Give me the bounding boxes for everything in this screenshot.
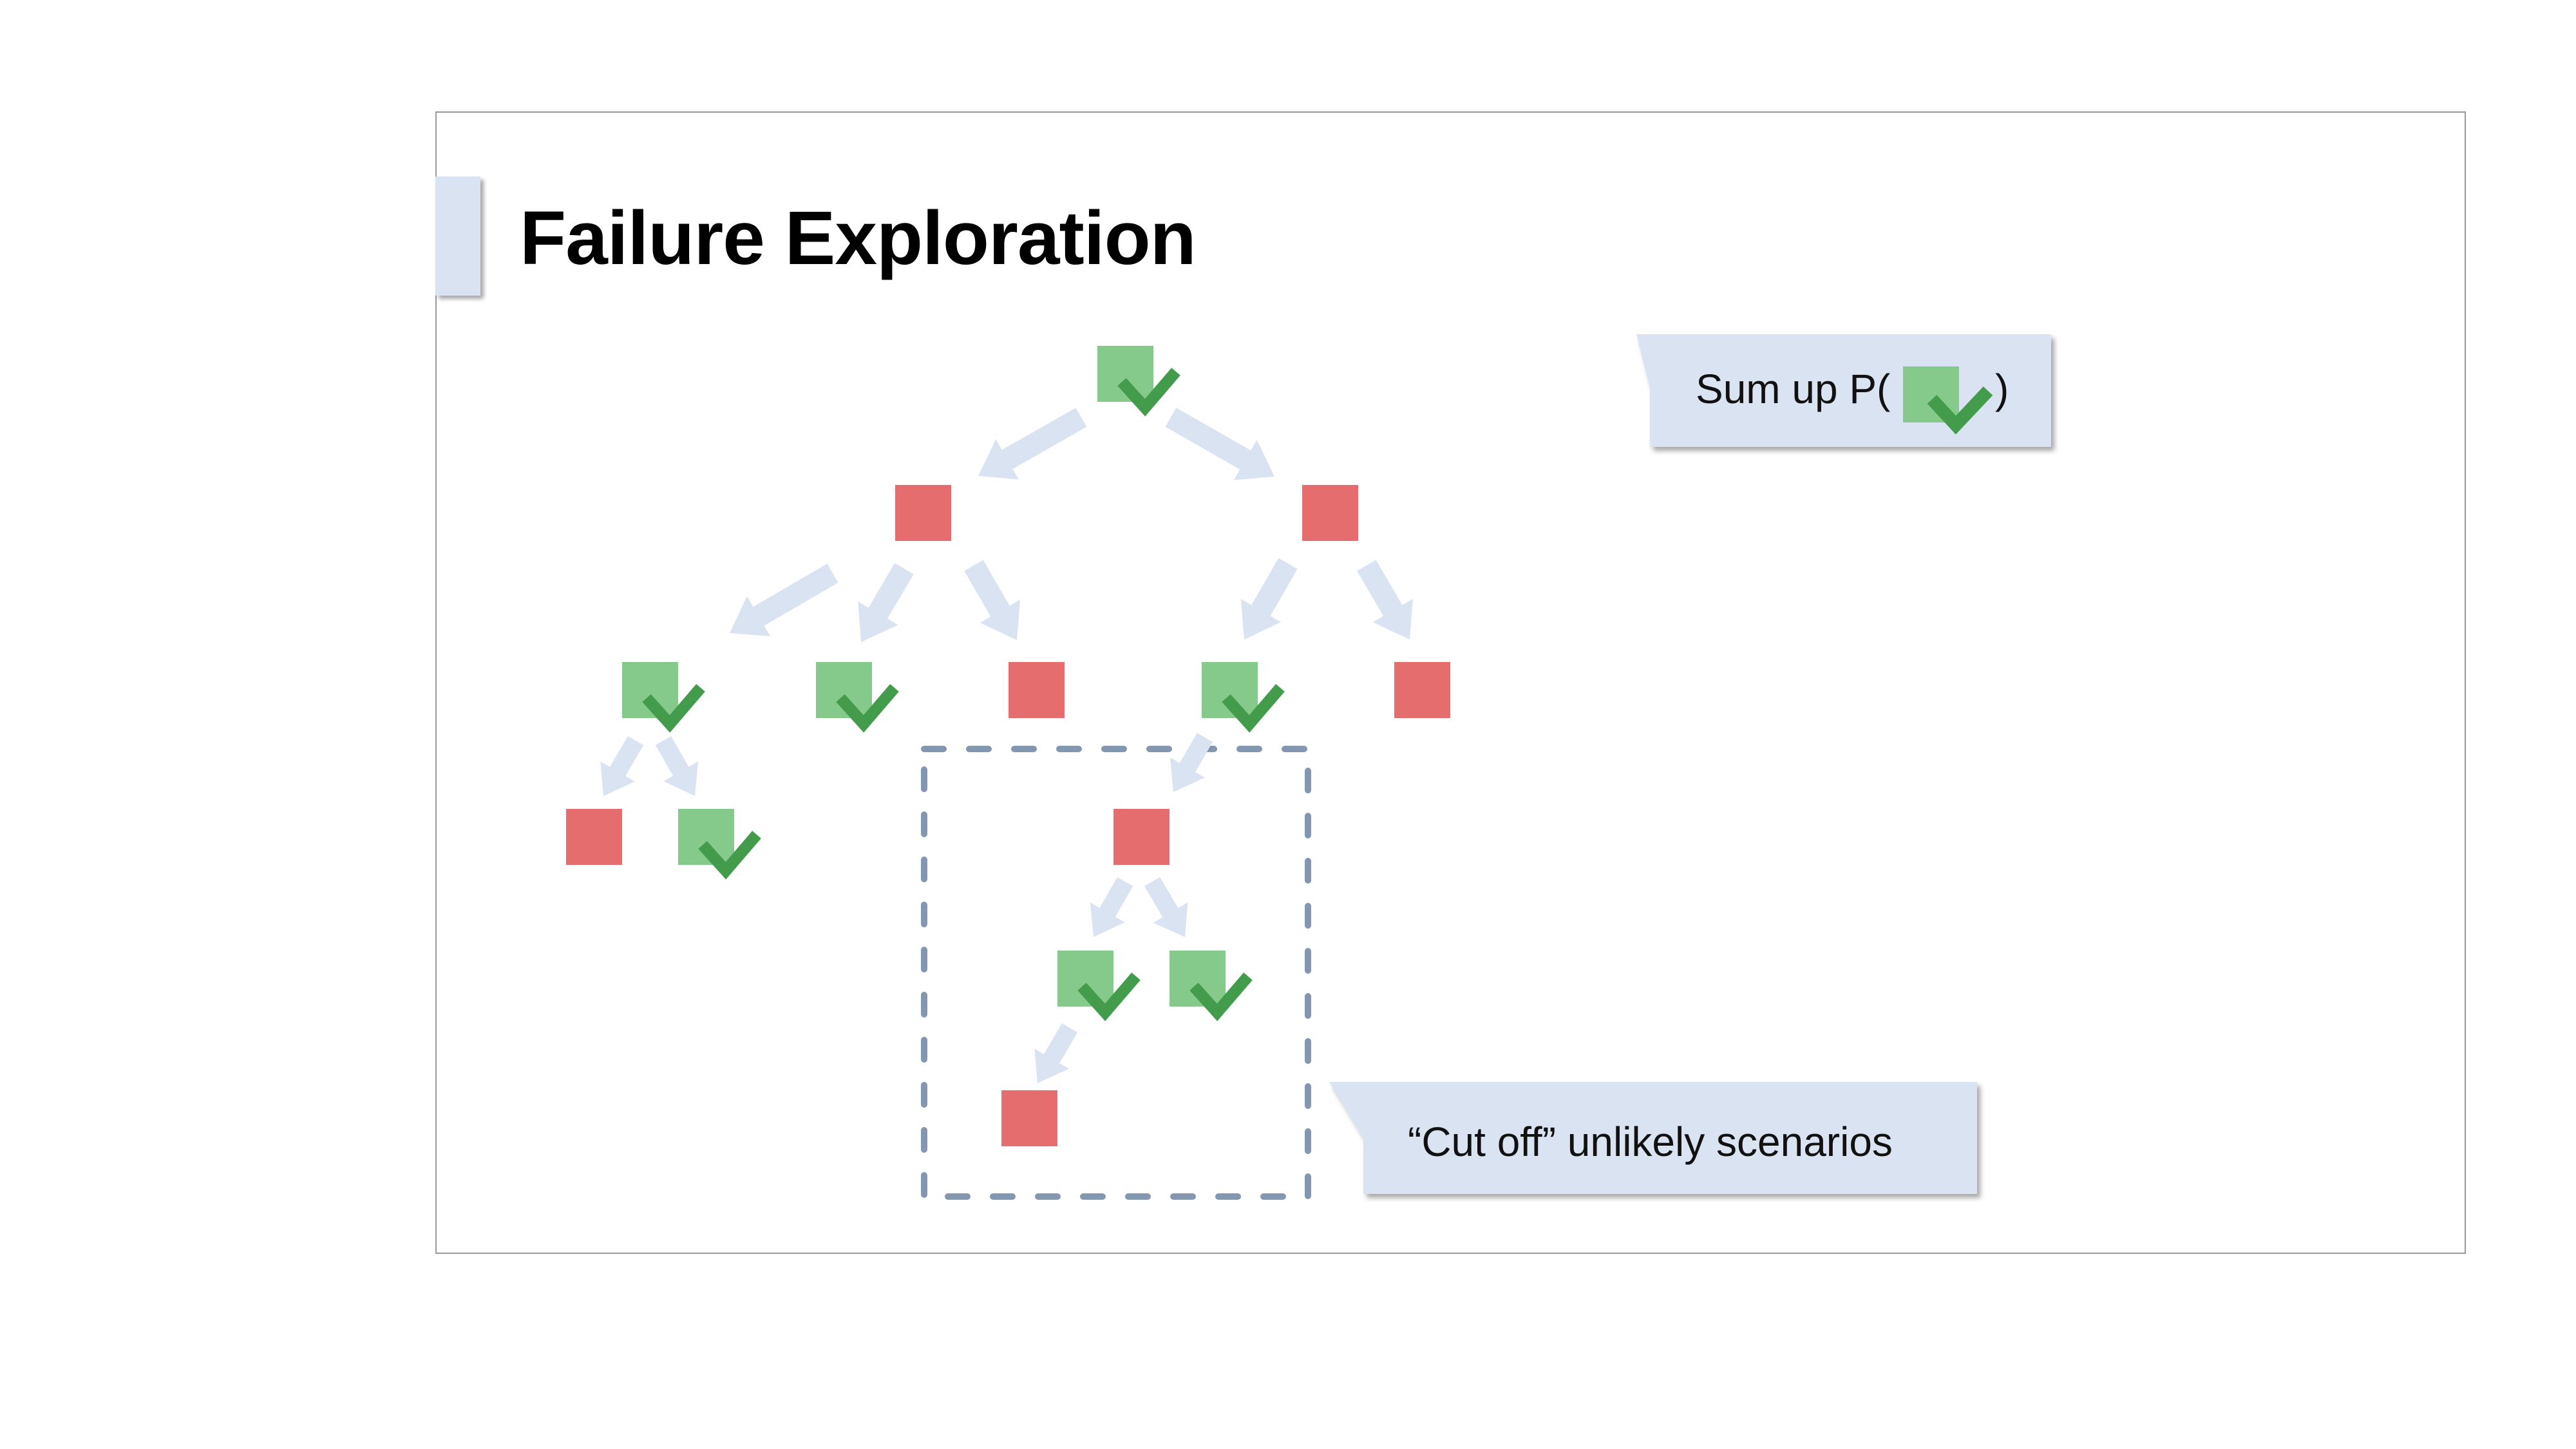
tree-arrow-l2-a-to-l3-a [600, 736, 644, 796]
tree-arrow-l2-d-to-l3-c [1170, 733, 1213, 792]
success-node-l2-d [1202, 662, 1285, 733]
callout-cut-off-text: “Cut off” unlikely scenarios [1408, 1119, 1893, 1165]
tree-arrow-l1-a-to-l2-a [730, 564, 838, 636]
slide-frame [435, 111, 2466, 1254]
tree-arrow-l1-a-to-l2-b [858, 563, 914, 642]
success-node-l3-b [678, 809, 761, 880]
tree-arrow-root-to-l1-b [1165, 408, 1274, 480]
success-node-l2-b [816, 662, 899, 733]
check-icon [1117, 368, 1180, 417]
tree-arrow-l1-b-to-l2-d [1240, 558, 1298, 639]
check-icon [1077, 972, 1141, 1021]
check-icon [836, 684, 899, 733]
tree-arrow-l3-c-to-l4-a [1090, 877, 1133, 937]
callout-cut-off-shape [1329, 1082, 1977, 1194]
tree-arrow-l2-a-to-l3-b [655, 736, 699, 796]
title-accent-tab [435, 176, 480, 296]
tree-arrow-l3-c-to-l4-b [1144, 876, 1188, 937]
success-node-l4-b [1170, 951, 1253, 1021]
failure-square-icon [1113, 809, 1170, 865]
failure-square-icon [566, 809, 622, 865]
tree-arrow-l1-a-to-l2-c [964, 560, 1021, 640]
failure-square-icon [895, 485, 951, 541]
failure-node-l1-a [895, 485, 951, 541]
tree-arrow-l4-a-to-l5-a [1034, 1023, 1078, 1083]
tree-arrow-root-to-l1-a [978, 408, 1087, 480]
failure-node-l5-a [1001, 1090, 1057, 1146]
failure-square-icon [1001, 1090, 1057, 1146]
success-node-l4-a [1057, 951, 1141, 1021]
callout-success-icon [1903, 366, 1993, 435]
tree-arrows [600, 408, 1413, 1083]
cut-off-region-box [921, 746, 1311, 1200]
callout-sum-up-text: Sum up P( [1696, 366, 1891, 412]
failure-node-l2-c [1009, 662, 1065, 718]
failure-node-l3-a [566, 809, 622, 865]
callout-cut-off [1329, 1082, 1977, 1194]
failure-node-l1-b [1302, 485, 1358, 541]
failure-node-l2-e [1394, 662, 1450, 718]
check-icon [1189, 972, 1253, 1021]
check-icon [698, 831, 761, 880]
failure-square-icon [1302, 485, 1358, 541]
check-icon [1222, 684, 1285, 733]
check-icon [642, 684, 705, 733]
failure-node-l3-c [1113, 809, 1170, 865]
callout-sum-up-text-close: ) [1995, 366, 2009, 412]
tree-arrow-l1-b-to-l2-e [1357, 560, 1413, 639]
success-node-l2-a [622, 662, 705, 733]
slide-title: Failure Exploration [520, 196, 1197, 281]
failure-square-icon [1394, 662, 1450, 718]
failure-square-icon [1009, 662, 1065, 718]
tree-nodes [566, 346, 1450, 1146]
check-icon [1927, 386, 1993, 435]
success-node-root [1097, 346, 1180, 417]
